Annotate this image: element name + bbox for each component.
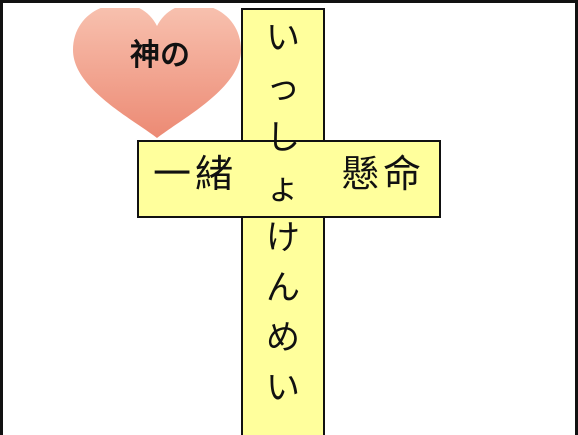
vertical-char: っ (266, 68, 300, 108)
vertical-char: い (266, 368, 300, 408)
vertical-char: け (266, 218, 300, 258)
cross-center (243, 142, 323, 216)
vertical-text: い っ し ょ け ん め い (243, 21, 323, 421)
right-word: 懸命 (341, 152, 426, 196)
left-word: 一緒 (153, 152, 238, 196)
heart-label: 神の (130, 38, 190, 73)
vertical-char: め (266, 318, 300, 358)
vertical-char: ょ (266, 168, 300, 208)
vertical-char: ん (266, 268, 300, 308)
vertical-char: い (266, 18, 300, 58)
cross-vertical-beam (241, 8, 325, 435)
heart-icon (73, 8, 241, 138)
vertical-char: し (266, 118, 300, 158)
